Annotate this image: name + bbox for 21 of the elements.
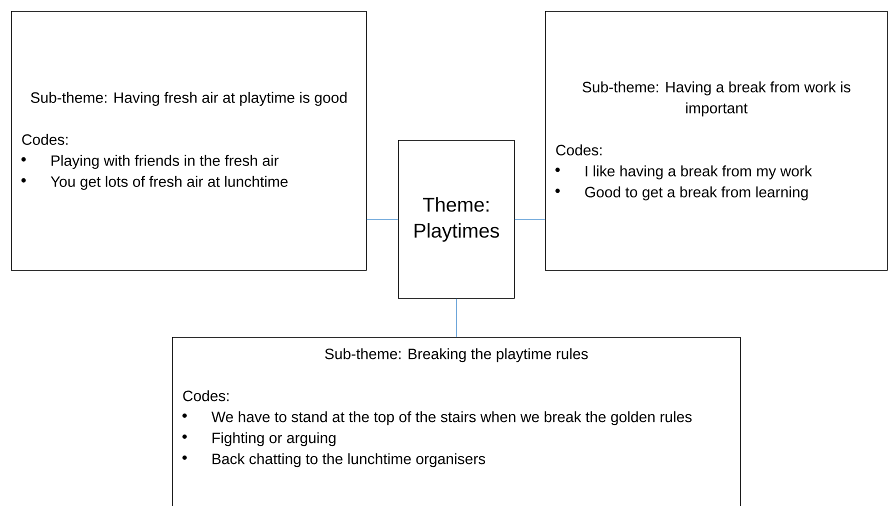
- sub-theme-box: [11, 11, 367, 271]
- code-item: We have to stand at the top of the stairs when we break the golden rules: [211, 411, 692, 426]
- sub-theme-title: Sub-theme: Having a break from work is important: [582, 81, 850, 116]
- code-item: I like having a break from my work: [586, 165, 812, 180]
- theme-box: [398, 140, 515, 299]
- code-item: Back chatting to the lunchtime organisers: [212, 453, 486, 468]
- sub-theme-title: Sub-theme: Breaking the playtime rules: [325, 348, 588, 362]
- codes-label: Codes:: [22, 134, 68, 145]
- connector-line: [456, 298, 457, 338]
- codes-label: Codes:: [183, 390, 229, 402]
- code-item: You get lots of fresh air at lunchtime: [50, 176, 288, 190]
- connector-line: [514, 219, 546, 220]
- sub-theme-title: Sub-theme: Having fresh air at playtime is good: [30, 92, 347, 106]
- code-item: Playing with friends in the fresh air: [52, 154, 279, 169]
- connector-line: [366, 219, 398, 220]
- sub-theme-box: [172, 337, 741, 506]
- code-item: Fighting or arguing: [212, 432, 336, 446]
- codes-label: Codes:: [556, 144, 602, 156]
- code-item: Good to get a break from learning: [585, 186, 808, 200]
- sub-theme-box: [545, 11, 888, 271]
- theme-title: Theme: Playtimes: [414, 197, 499, 242]
